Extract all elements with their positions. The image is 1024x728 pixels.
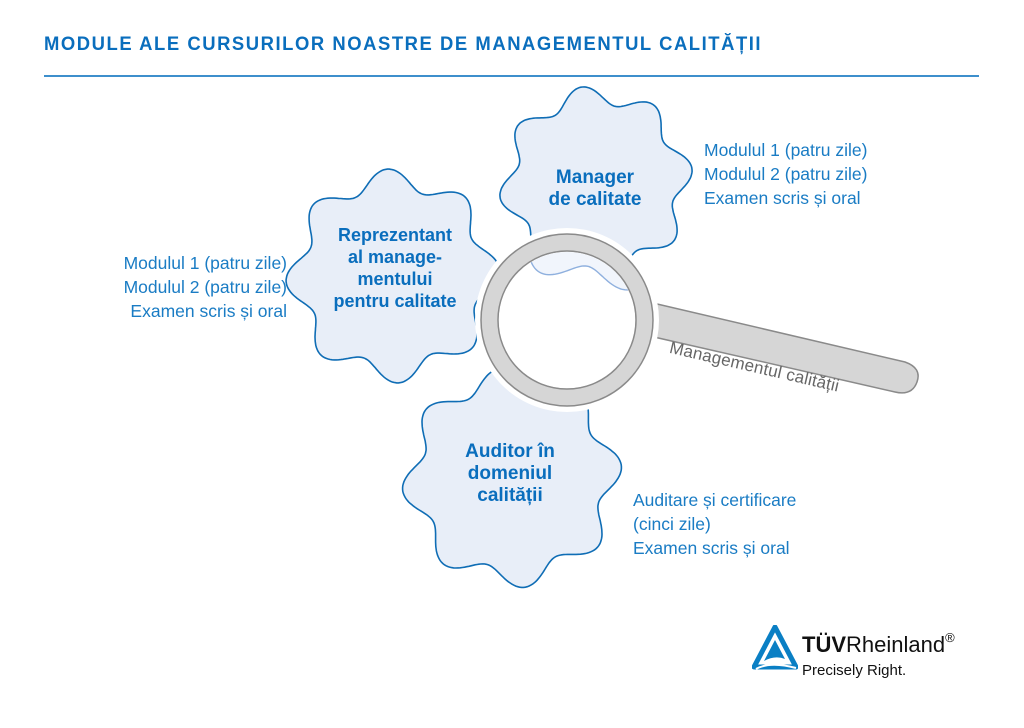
detail-line: Examen scris și oral [130,301,287,321]
gear-label-line: domeniul [467,463,553,484]
brand-bold: TÜV [802,632,846,657]
representative-details: Modulul 1 (patru zile) Modulul 2 (patru … [60,251,287,323]
gear-label-line: Auditor în [465,441,555,462]
gear-label-line: calității [477,485,543,506]
magnifier-icon [475,228,919,412]
detail-line: Modulul 2 (patru zile) [704,164,868,184]
gear-label-line: pentru calitate [333,291,457,311]
gear-label-manager: Manager de calitate [520,167,670,211]
tuv-tagline: Precisely Right. [802,662,907,679]
tuv-triangle-icon [752,625,798,670]
gear-representative-icon [285,168,501,384]
page-title: MODULE ALE CURSURILOR NOASTRE DE MANAGEM… [44,34,763,55]
gear-label-line: Manager [555,167,635,188]
title-divider [44,75,979,77]
detail-line: Examen scris și oral [633,538,790,558]
detail-line: Auditare și certificare [633,490,797,510]
detail-line: Modulul 1 (patru zile) [704,140,868,160]
gear-label-line: de calitate [548,189,642,210]
auditor-details: Auditare și certificare (cinci zile) Exa… [633,488,796,560]
brand-regular: Rheinland [846,632,946,657]
gear-label-line: Reprezentant [337,225,453,245]
gear-label-line: mentului [357,269,433,289]
detail-line: Modulul 1 (patru zile) [123,253,287,273]
tuv-logo: TÜVRheinland® Precisely Right. [752,625,992,685]
registered-mark: ® [945,630,955,645]
detail-line: (cinci zile) [633,514,711,534]
gear-label-auditor: Auditor în domeniul calității [440,441,580,507]
detail-line: Modulul 2 (patru zile) [123,277,287,297]
gear-label-representative: Reprezentant al manage- mentului pentru … [310,224,480,312]
tuv-brand: TÜVRheinland® [802,630,955,658]
gear-label-line: al manage- [347,247,443,267]
detail-line: Examen scris și oral [704,188,861,208]
manager-details: Modulul 1 (patru zile) Modulul 2 (patru … [704,138,867,210]
